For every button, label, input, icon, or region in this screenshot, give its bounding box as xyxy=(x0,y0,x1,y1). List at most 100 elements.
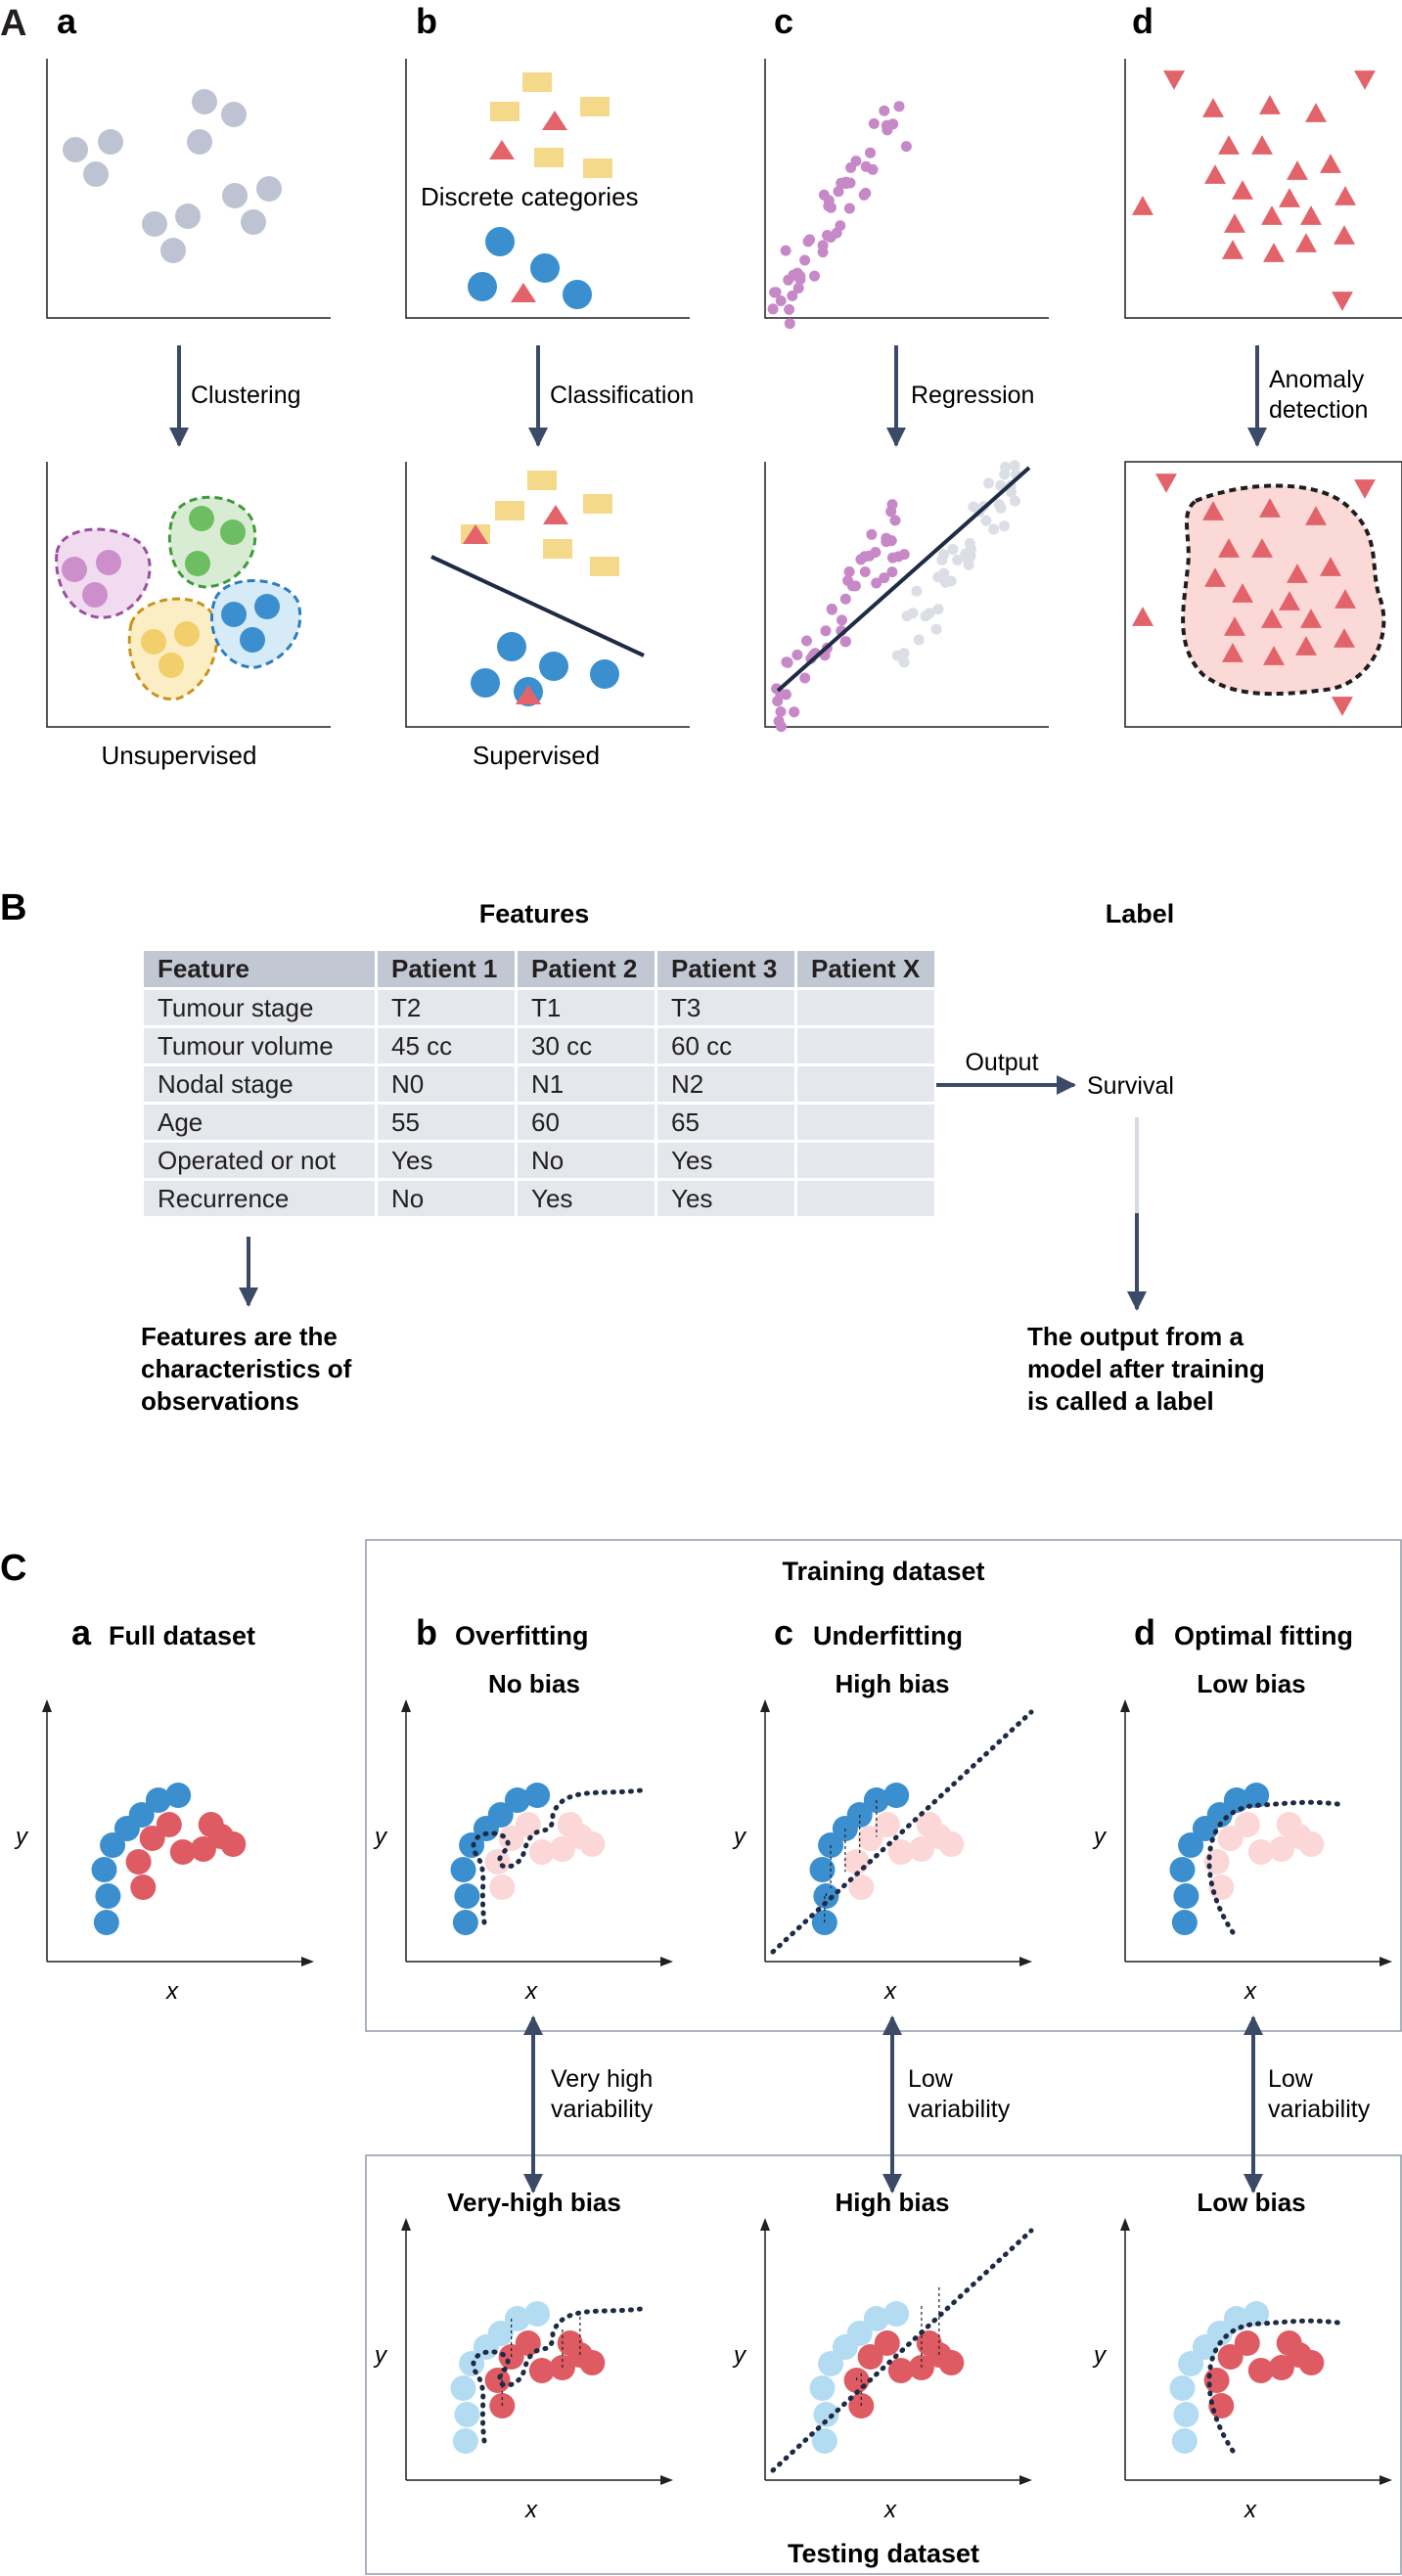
class-a-point xyxy=(1173,1883,1199,1909)
regression-point xyxy=(784,318,795,330)
plot-train-optimal: yx xyxy=(1092,1699,1392,2005)
normal-triangle xyxy=(1300,609,1322,628)
axes-top-a xyxy=(46,59,331,319)
y-axis-label: y xyxy=(373,2342,388,2369)
normal-triangle xyxy=(1279,188,1300,207)
c-c-train-bias: High bias xyxy=(835,1669,949,1698)
c-a-title: Full dataset xyxy=(109,1621,255,1650)
axis-arrowhead xyxy=(760,1699,770,1712)
regression-point xyxy=(889,515,901,526)
axes-top-c xyxy=(764,59,1049,319)
model-fit xyxy=(770,1709,1034,1955)
x-axis-label: x xyxy=(524,2497,538,2523)
axis-arrowhead xyxy=(1019,1957,1032,1966)
class-b-point xyxy=(1203,1849,1230,1875)
class-b-point xyxy=(515,2330,541,2356)
class-a-point xyxy=(1169,2375,1196,2401)
table-cell: Operated or not xyxy=(144,1143,375,1178)
label-heading: Label xyxy=(1106,899,1175,928)
normal-triangle xyxy=(1224,616,1245,636)
axis-arrowhead xyxy=(660,1957,673,1966)
regression-point xyxy=(885,506,897,518)
x-axis-label: x xyxy=(524,1978,538,2005)
label-note-3: is called a label xyxy=(1027,1386,1214,1416)
class-b-point xyxy=(498,1826,524,1851)
table-cell xyxy=(797,1181,934,1216)
regression-point xyxy=(775,688,787,700)
regression-point xyxy=(767,303,779,315)
axis-arrowhead xyxy=(660,2475,673,2485)
normal-triangle xyxy=(1251,135,1273,155)
features-table: Feature Patient 1 Patient 2 Patient 3 Pa… xyxy=(141,948,937,1219)
class-b-point xyxy=(1268,2355,1294,2380)
class-a-point xyxy=(1171,2428,1198,2454)
c-b-letter: b xyxy=(416,1612,437,1652)
regression-point xyxy=(881,532,892,544)
normal-triangle xyxy=(1287,564,1308,583)
table-cell: Yes xyxy=(518,1181,655,1216)
variability-b-2: variability xyxy=(551,2096,654,2123)
y-axis-label: y xyxy=(1092,2342,1108,2369)
decision-boundary xyxy=(430,555,645,657)
model-fit xyxy=(1206,2318,1348,2454)
table-row: Age 55 60 65 xyxy=(144,1105,934,1140)
anomaly-triangle xyxy=(1132,196,1153,215)
regression-point-new xyxy=(952,554,964,565)
class-b-point xyxy=(874,1812,900,1837)
class-b-point xyxy=(125,1849,152,1875)
axis-arrowhead xyxy=(1019,2475,1032,2485)
model-fit xyxy=(471,1787,644,1925)
class-b-point xyxy=(1208,1875,1235,1900)
axis-arrowhead xyxy=(1120,1699,1130,1712)
regression-point-new xyxy=(938,549,949,561)
table-cell: 65 xyxy=(657,1105,794,1140)
table-cell: Yes xyxy=(657,1181,794,1216)
normal-triangle xyxy=(1295,636,1317,655)
model-fit xyxy=(1206,1799,1348,1935)
plot-test-underfit: yx xyxy=(732,2218,1034,2523)
axis-arrowhead xyxy=(760,2218,770,2231)
regression-point-new xyxy=(913,634,925,646)
regression-point xyxy=(845,161,857,173)
regression-point xyxy=(866,528,878,540)
c-d-test-bias: Low bias xyxy=(1197,2188,1305,2217)
class-a-point xyxy=(452,2428,478,2454)
table-row: Operated or not Yes No Yes xyxy=(144,1143,934,1178)
class-a-point xyxy=(1244,1783,1270,1808)
panel-a-sub-c-letter: c xyxy=(774,1,793,41)
regression-point xyxy=(870,547,882,558)
features-note-3: observations xyxy=(141,1386,299,1416)
class-b-point xyxy=(1208,2393,1235,2418)
table-cell: T3 xyxy=(657,990,794,1025)
class-b-point xyxy=(938,2350,965,2375)
regression-point xyxy=(871,577,882,589)
normal-triangle xyxy=(1320,557,1341,576)
c-a-letter: a xyxy=(71,1612,92,1652)
class-a-point xyxy=(524,2301,551,2327)
regression-point xyxy=(791,649,803,660)
normal-triangle xyxy=(1224,213,1245,233)
regression-point-new xyxy=(932,604,944,615)
label-note-1: The output from a xyxy=(1027,1322,1244,1351)
class-a-point xyxy=(1173,2402,1199,2427)
class-b-point xyxy=(887,2358,914,2383)
grey-points xyxy=(63,89,282,263)
c-c-letter: c xyxy=(774,1612,793,1652)
class-b-point xyxy=(220,1831,247,1857)
class-b-point xyxy=(1234,1812,1260,1837)
class-b-point xyxy=(848,1875,875,1900)
class-b-point xyxy=(484,1849,511,1875)
features-note-2: characteristics of xyxy=(141,1354,352,1383)
regression-point xyxy=(794,274,806,286)
c-d-train-bias: Low bias xyxy=(1197,1669,1305,1698)
anomaly-triangle xyxy=(1332,697,1353,716)
normal-triangle xyxy=(1202,501,1224,520)
normal-triangle xyxy=(1334,628,1355,648)
normal-triangle xyxy=(1218,135,1240,155)
axis-arrowhead xyxy=(401,1699,411,1712)
anomaly-label-line1: Anomaly xyxy=(1269,366,1365,393)
table-cell: 55 xyxy=(378,1105,515,1140)
plot-train-overfit: yx xyxy=(373,1699,673,2005)
table-cell: N0 xyxy=(378,1066,515,1102)
